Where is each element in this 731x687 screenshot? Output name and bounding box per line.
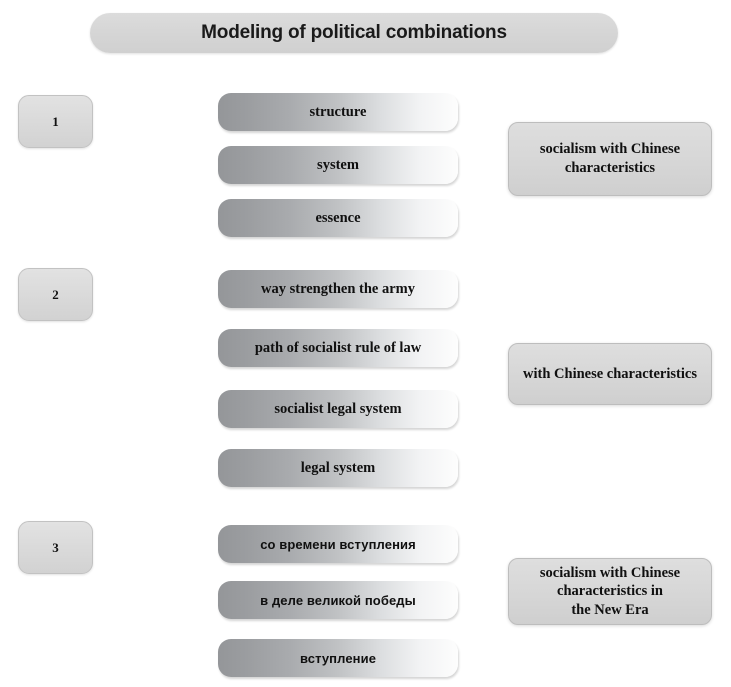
group-number-label-2: 2	[52, 286, 59, 302]
concept-bar-3-3[interactable]: вступление	[218, 639, 458, 677]
result-box-1[interactable]: socialism with Chinese characteristics	[508, 122, 712, 196]
concept-bar-1-3[interactable]: essence	[218, 199, 458, 237]
concept-bar-label: path of socialist rule of law	[254, 339, 422, 356]
group-number-badge-1: 1	[18, 95, 93, 148]
concept-bar-1-1[interactable]: structure	[218, 93, 458, 131]
result-box-label: socialism with Chinese characteristics i…	[539, 564, 681, 618]
result-box-2[interactable]: with Chinese characteristics	[508, 343, 712, 405]
concept-bar-2-3[interactable]: socialist legal system	[218, 390, 458, 428]
result-box-label: with Chinese characteristics	[523, 365, 697, 382]
concept-bar-label: вступление	[299, 650, 377, 666]
concept-bar-label: way strengthen the army	[261, 280, 415, 297]
concept-bar-2-1[interactable]: way strengthen the army	[218, 270, 458, 308]
group-number-label-3: 3	[52, 539, 59, 555]
concept-bar-label: socialist legal system	[274, 400, 402, 417]
group-number-badge-2: 2	[18, 268, 93, 321]
group-number-label-1: 1	[52, 113, 59, 129]
concept-bar-label: со времени вступления	[260, 536, 416, 552]
concept-bar-3-1[interactable]: со времени вступления	[218, 525, 458, 563]
concept-bar-3-2[interactable]: в деле великой победы	[218, 581, 458, 619]
concept-bar-label: legal system	[300, 459, 376, 476]
concept-bar-label: system	[317, 156, 359, 173]
concept-bar-1-2[interactable]: system	[218, 146, 458, 184]
result-box-label: socialism with Chinese characteristics	[539, 141, 681, 176]
diagram-title-pill: Modeling of political combinations	[90, 13, 618, 53]
result-box-3[interactable]: socialism with Chinese characteristics i…	[508, 558, 712, 625]
group-number-badge-3: 3	[18, 521, 93, 574]
concept-bar-label: structure	[309, 103, 367, 120]
page-title: Modeling of political combinations	[201, 22, 507, 43]
concept-bar-2-2[interactable]: path of socialist rule of law	[218, 329, 458, 367]
concept-bar-label: в деле великой победы	[260, 592, 416, 608]
concept-bar-label: essence	[315, 209, 361, 226]
concept-bar-2-4[interactable]: legal system	[218, 449, 458, 487]
